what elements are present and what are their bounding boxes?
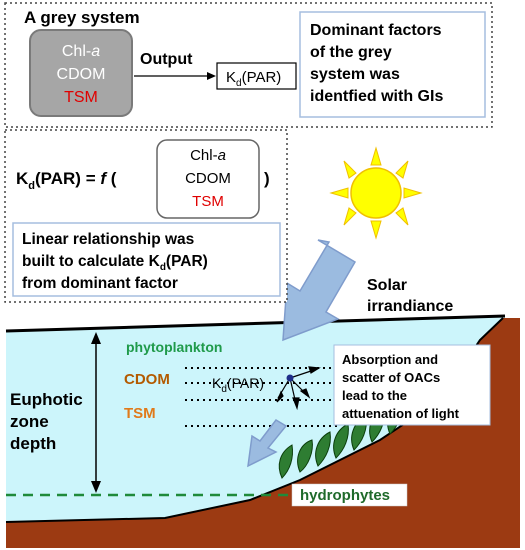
dominant-note-line4: identfied with GIs: [310, 88, 443, 105]
kd-output-box: [216, 62, 297, 90]
water-surface: [5, 314, 506, 333]
output-arrow-head: [207, 72, 216, 80]
attenuated-light-arrow: [247, 419, 288, 468]
linear-note-line1: Linear relationship was: [22, 231, 194, 248]
cdom-label: CDOM: [124, 371, 170, 388]
sun-icon: [329, 146, 423, 240]
grey-factor-box: [29, 29, 133, 117]
solar-arrow: [282, 239, 357, 342]
linear-note-line3: from dominant factor: [22, 275, 178, 292]
formula-factor-box: [156, 139, 260, 219]
euphotic-line1: Euphotic: [10, 390, 83, 409]
kd-output-label: Kd(PAR): [226, 69, 281, 89]
formula-lhs: Kd(PAR) = f (: [16, 169, 117, 192]
solar-label-line1: Solar: [367, 277, 407, 294]
grey-box-chla: Chl-a: [62, 43, 100, 60]
absorption-line4: attuenation of light: [342, 406, 460, 421]
absorption-note: [333, 344, 491, 426]
grey-box-tsm: TSM: [64, 89, 98, 106]
formula-close-paren: ): [264, 169, 270, 188]
output-label: Output: [140, 51, 193, 68]
euphotic-line2: zone: [10, 412, 49, 431]
absorption-line1: Absorption and: [342, 352, 438, 367]
hydrophytes-label: hydrophytes: [300, 487, 390, 504]
formula-box-chla: Chl-a: [190, 147, 226, 164]
euphotic-arrow-top: [91, 332, 101, 344]
grey-system-title: A grey system: [24, 8, 140, 27]
hydrophytes-label-box: [291, 483, 408, 507]
euphotic-line3: depth: [10, 434, 56, 453]
dominant-note-line1: Dominant factors: [310, 22, 442, 39]
euphotic-arrow-bottom: [91, 481, 101, 493]
formula-box-tsm: TSM: [192, 193, 224, 210]
grey-box-cdom: CDOM: [57, 66, 106, 83]
formula-box-cdom: CDOM: [185, 170, 231, 187]
linear-relationship-note: [12, 222, 281, 297]
dominant-note-line3: system was: [310, 66, 400, 83]
solar-label-line2: irrandiance: [367, 298, 453, 315]
dominant-note-line2: of the grey: [310, 44, 392, 61]
absorption-line3: lead to the: [342, 388, 407, 403]
tsm-label: TSM: [124, 405, 156, 422]
linear-note-line2: built to calculate Kd(PAR): [22, 253, 208, 273]
scatter-arrows: [276, 366, 321, 411]
phytoplankton-label: phytoplankton: [126, 339, 222, 355]
dominant-factors-note: [299, 11, 486, 118]
scatter-point: [286, 374, 294, 382]
absorption-line2: scatter of OACs: [342, 370, 440, 385]
water-kd-label: Kd(PAR): [212, 375, 264, 395]
